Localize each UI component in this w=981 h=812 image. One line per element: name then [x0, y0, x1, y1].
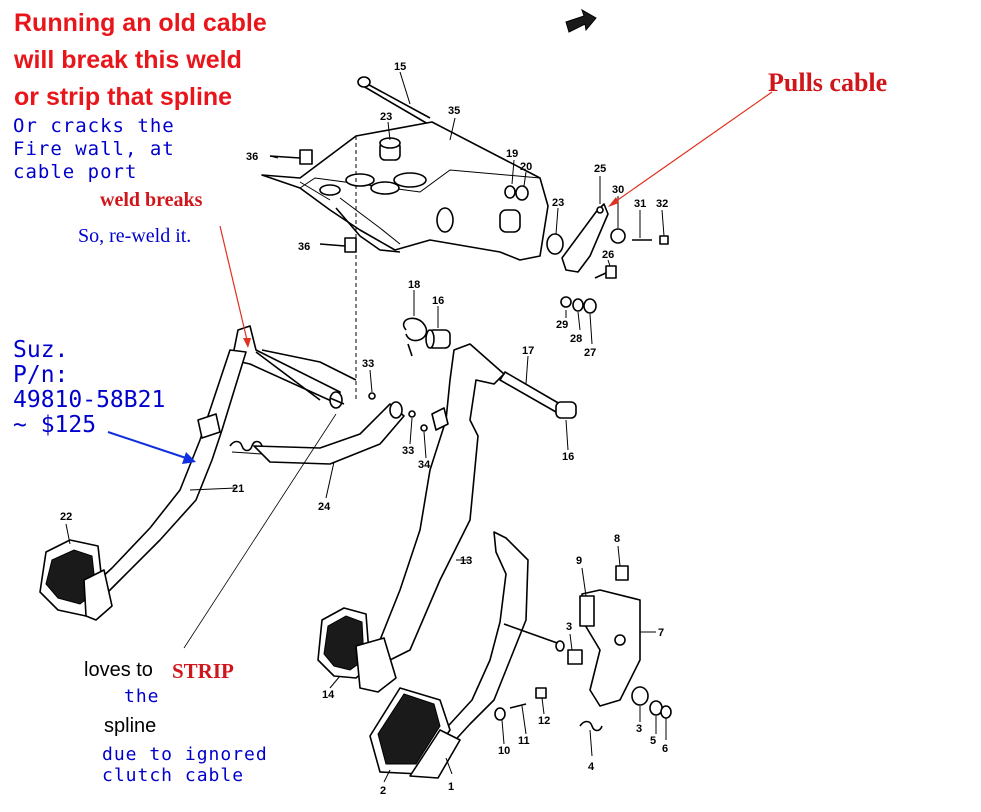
part-label: 19	[506, 148, 518, 160]
part-label: 24	[318, 501, 331, 513]
part-label: 10	[498, 745, 510, 757]
part-label: 15	[394, 61, 406, 73]
part-label: 36	[246, 151, 258, 163]
part-label: 14	[322, 689, 335, 701]
part-label: 18	[408, 279, 420, 291]
bushing-23	[379, 137, 401, 161]
pedal-bracket-35	[261, 76, 549, 400]
spline-pointer-line	[183, 413, 337, 649]
weld-breaks-label: weld breaks	[100, 189, 203, 211]
pedal-bracket-7	[494, 565, 672, 732]
part-label: 26	[602, 249, 614, 261]
part-number-arrow	[107, 431, 187, 459]
spacer-group	[499, 185, 564, 255]
brake-pedal-13	[375, 343, 505, 661]
warning-line-3: or strip that spline	[14, 83, 233, 111]
spring-18	[402, 317, 428, 357]
shaft-17	[499, 371, 577, 419]
strip-label: STRIP	[172, 659, 234, 683]
part-label: 34	[418, 459, 431, 471]
clutch-pedal-21	[85, 325, 357, 601]
the-label: the	[124, 686, 160, 707]
accelerator-pad-2	[369, 687, 461, 779]
warning-line-2: will break this weld	[14, 46, 242, 74]
part-label: 1	[448, 781, 454, 793]
part-label: 23	[552, 197, 564, 209]
part-label: 16	[562, 451, 574, 463]
part-label: 3	[636, 723, 642, 735]
part-label: 11	[518, 735, 530, 747]
part-label: 3	[566, 621, 572, 633]
leader-lines	[65, 71, 667, 783]
part-label: 21	[232, 483, 244, 495]
bolt-36-lower	[319, 237, 357, 253]
clutch-pedal-pad-22	[39, 539, 113, 621]
part-label: 17	[522, 345, 534, 357]
spline-label: spline	[104, 715, 157, 737]
part-label: 9	[576, 555, 582, 567]
pulls-cable-label: Pulls cable	[768, 68, 888, 97]
part-label: 2	[380, 785, 386, 797]
part-label: 33	[402, 445, 414, 457]
part-label: 30	[612, 184, 624, 196]
part-label: 16	[432, 295, 444, 307]
part-label: 32	[656, 198, 668, 210]
loves-to-label: loves to	[84, 659, 153, 681]
annotation-arrows	[107, 91, 773, 649]
part-label: 23	[380, 111, 392, 123]
bolt-36	[269, 149, 313, 165]
part-label: 12	[538, 715, 550, 727]
lever-25	[560, 203, 669, 314]
weld-breaks-arrow	[219, 225, 248, 341]
brake-pedal-pad-14	[317, 607, 397, 693]
part-label: 29	[556, 319, 568, 331]
bushing-16	[425, 329, 451, 349]
part-label: 36	[298, 241, 310, 253]
pulls-cable-arrow	[611, 91, 773, 205]
lever-arm-24	[229, 392, 428, 465]
part-label: 28	[570, 333, 582, 345]
part-label: 8	[614, 533, 620, 545]
warning-line-1: Running an old cable	[14, 9, 267, 37]
part-label: 5	[650, 735, 656, 747]
part-label: 6	[662, 743, 668, 755]
part-number-arrowhead-icon	[182, 452, 196, 464]
firewall-note: Or cracks the Fire wall, at cable port	[13, 115, 175, 183]
part-label: 35	[448, 105, 460, 117]
part-label: 7	[658, 627, 664, 639]
part-label: 31	[634, 198, 646, 210]
front-direction-arrow-icon	[565, 8, 597, 33]
part-label: 13	[460, 555, 472, 567]
pulls-cable-arrowhead-icon	[608, 197, 619, 207]
part-label: 20	[520, 161, 532, 173]
ignored-cable-note: due to ignored clutch cable	[102, 744, 268, 786]
part-label: 27	[584, 347, 596, 359]
weld-breaks-arrowhead-icon	[243, 338, 251, 348]
part-label: 4	[588, 761, 595, 773]
part-label: 25	[594, 163, 606, 175]
part-number-labels: 15 35 23 36 19 20 25 30 31 32 23 26 36 1…	[60, 61, 668, 797]
part-label: 22	[60, 511, 72, 523]
part-label: 33	[362, 358, 374, 370]
part-number-note: Suz. P/n: 49810-58B21 ~ $125	[13, 337, 166, 438]
reweld-label: So, re-weld it.	[78, 225, 192, 247]
